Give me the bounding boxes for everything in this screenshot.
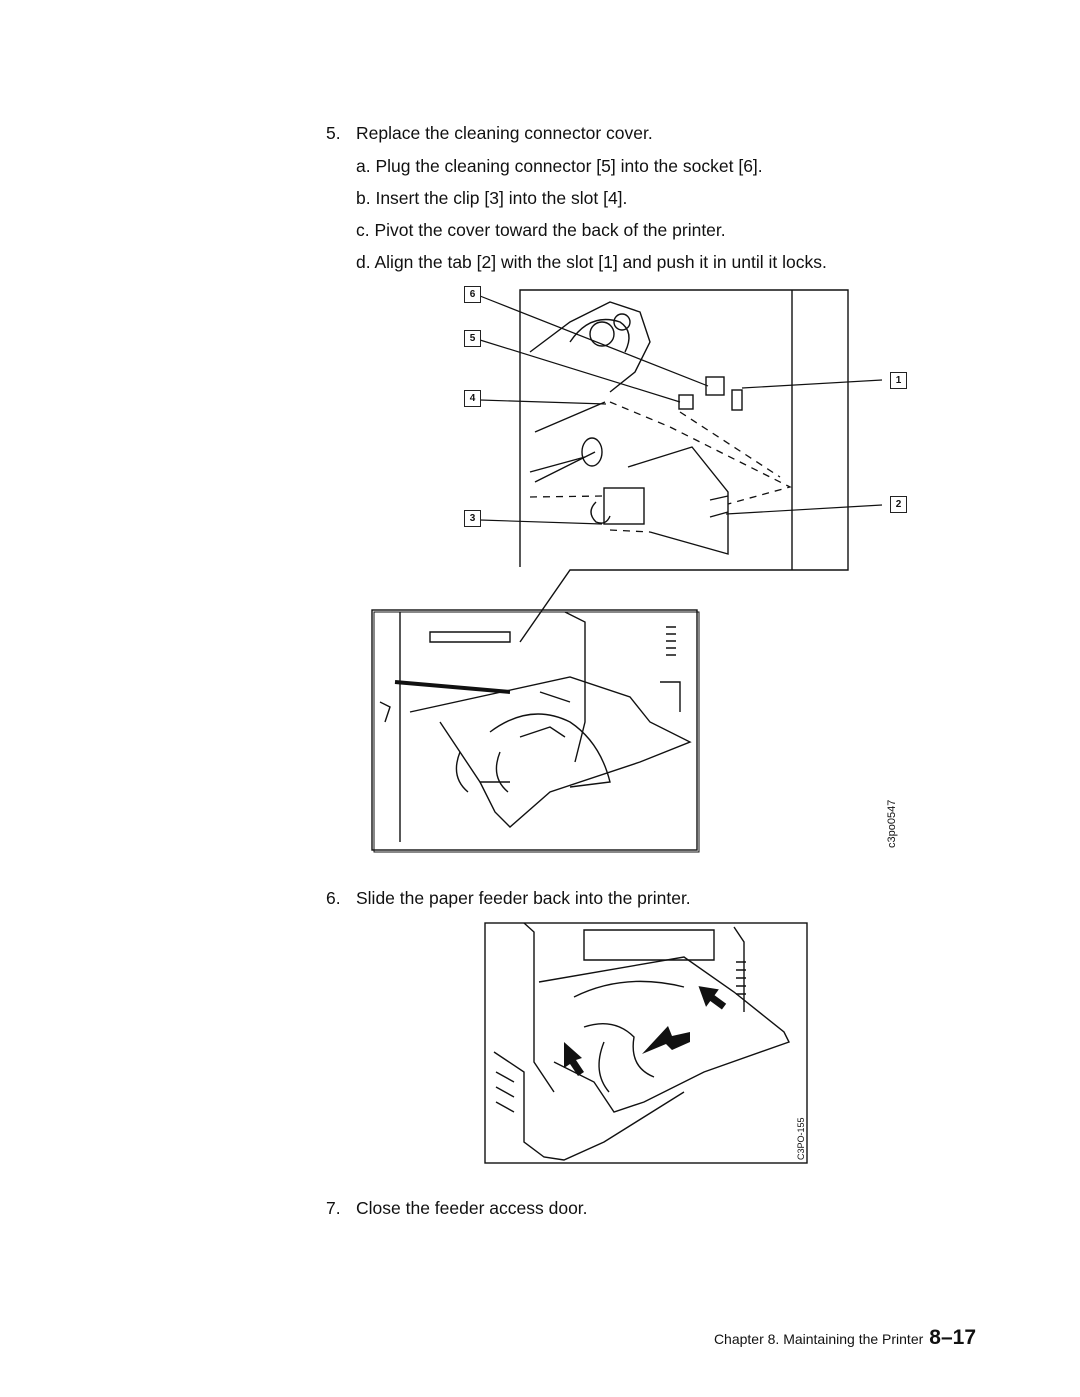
callout-5: 5 [464,330,481,347]
step-5-text: Replace the cleaning connector cover. [356,123,653,143]
step-7-text: Close the feeder access door. [356,1198,588,1218]
footer-chapter: Chapter 8. Maintaining the Printer [713,1331,924,1347]
figure-2-code: C3PO-155 [796,1117,806,1160]
step-6-text: Slide the paper feeder back into the pri… [356,888,691,908]
callout-4: 4 [464,390,481,407]
page-number: 8–17 [929,1326,976,1349]
figure-1-code: c3po0547 [886,799,898,848]
paper-feeder-figure [484,922,808,1164]
connector-cover-figure [371,289,883,853]
step-5a-text: a. Plug the cleaning connector [5] into … [356,156,763,176]
step-5-number: 5. [326,123,341,143]
step-5d-text: d. Align the tab [2] with the slot [1] a… [356,252,827,272]
step-5c-text: c. Pivot the cover toward the back of th… [356,220,726,240]
callout-2: 2 [890,496,907,513]
step-6-number: 6. [326,888,341,908]
step-5b-text: b. Insert the clip [3] into the slot [4]… [356,188,628,208]
callout-6: 6 [464,286,481,303]
callout-3: 3 [464,510,481,527]
callout-1: 1 [890,372,907,389]
step-7-number: 7. [326,1198,341,1218]
page-footer: Chapter 8. Maintaining the Printer 8–17 [714,1326,976,1350]
